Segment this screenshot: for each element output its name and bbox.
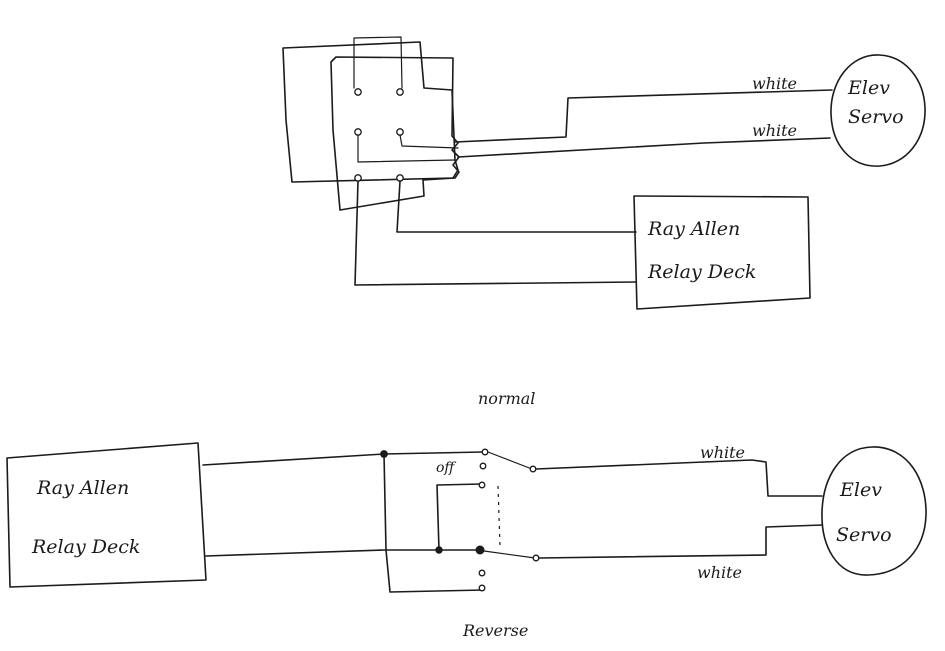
bus-wire <box>383 453 387 551</box>
servo-label: Servo <box>848 106 904 128</box>
switch-terminal <box>396 88 404 96</box>
relay-deck-label: Ray Allen <box>36 477 129 499</box>
servo-body <box>821 446 927 576</box>
junction-dot <box>380 450 388 458</box>
switch-housing-outer <box>282 41 459 183</box>
switch-terminal <box>481 448 489 456</box>
relay-wire-lower <box>354 180 637 286</box>
switch-crossover-wire <box>357 134 456 163</box>
relay-deck-box <box>633 195 811 310</box>
wire-label: white <box>752 74 797 93</box>
switch-mechanical-link <box>497 485 501 547</box>
wire-label: white <box>697 563 742 582</box>
servo-wire-lower <box>457 137 831 158</box>
servo-wire-upper <box>454 89 833 143</box>
switch-pivot <box>532 554 540 562</box>
junction-dot <box>435 546 443 554</box>
relay-wire-upper <box>396 180 637 233</box>
servo-wire-lower <box>538 524 823 559</box>
top-diagram: white white Elev Servo Ray Allen Relay D… <box>282 36 926 408</box>
switch-linkage <box>353 36 403 89</box>
switch-lever-lower <box>483 550 536 559</box>
relay-deck-label: Relay Deck <box>647 261 756 283</box>
servo-label: Servo <box>836 524 892 546</box>
servo-label: Elev <box>847 77 890 99</box>
relay-deck-label: Relay Deck <box>31 536 140 558</box>
wire-label: white <box>752 121 797 140</box>
servo-body <box>830 54 926 167</box>
switch-terminal <box>479 462 487 470</box>
relay-wire-lower <box>205 549 481 557</box>
junction-dot <box>475 545 485 555</box>
diagram-caption: normal <box>478 389 535 408</box>
switch-terminal <box>354 88 362 96</box>
wire-label: white <box>700 443 745 462</box>
servo-label: Elev <box>839 479 882 501</box>
switch-crossover-wire <box>399 134 459 149</box>
switch-pivot <box>529 465 537 473</box>
return-wire <box>385 549 485 593</box>
relay-deck-box <box>6 442 207 588</box>
switch-terminal <box>478 584 486 592</box>
diagram-caption: Reverse <box>462 621 528 640</box>
bottom-diagram: Ray Allen Relay Deck off white white Ele… <box>6 442 927 640</box>
switch-terminal <box>478 569 486 577</box>
switch-terminal <box>478 481 486 489</box>
switch-lever-upper <box>487 451 533 470</box>
jumper-wire <box>436 483 483 551</box>
servo-wire-upper <box>535 459 823 497</box>
switch-terminal <box>396 128 404 136</box>
switch-body <box>330 56 460 211</box>
relay-deck-label: Ray Allen <box>647 218 740 240</box>
switch-label: off <box>436 460 456 476</box>
switch-terminal <box>354 128 362 136</box>
